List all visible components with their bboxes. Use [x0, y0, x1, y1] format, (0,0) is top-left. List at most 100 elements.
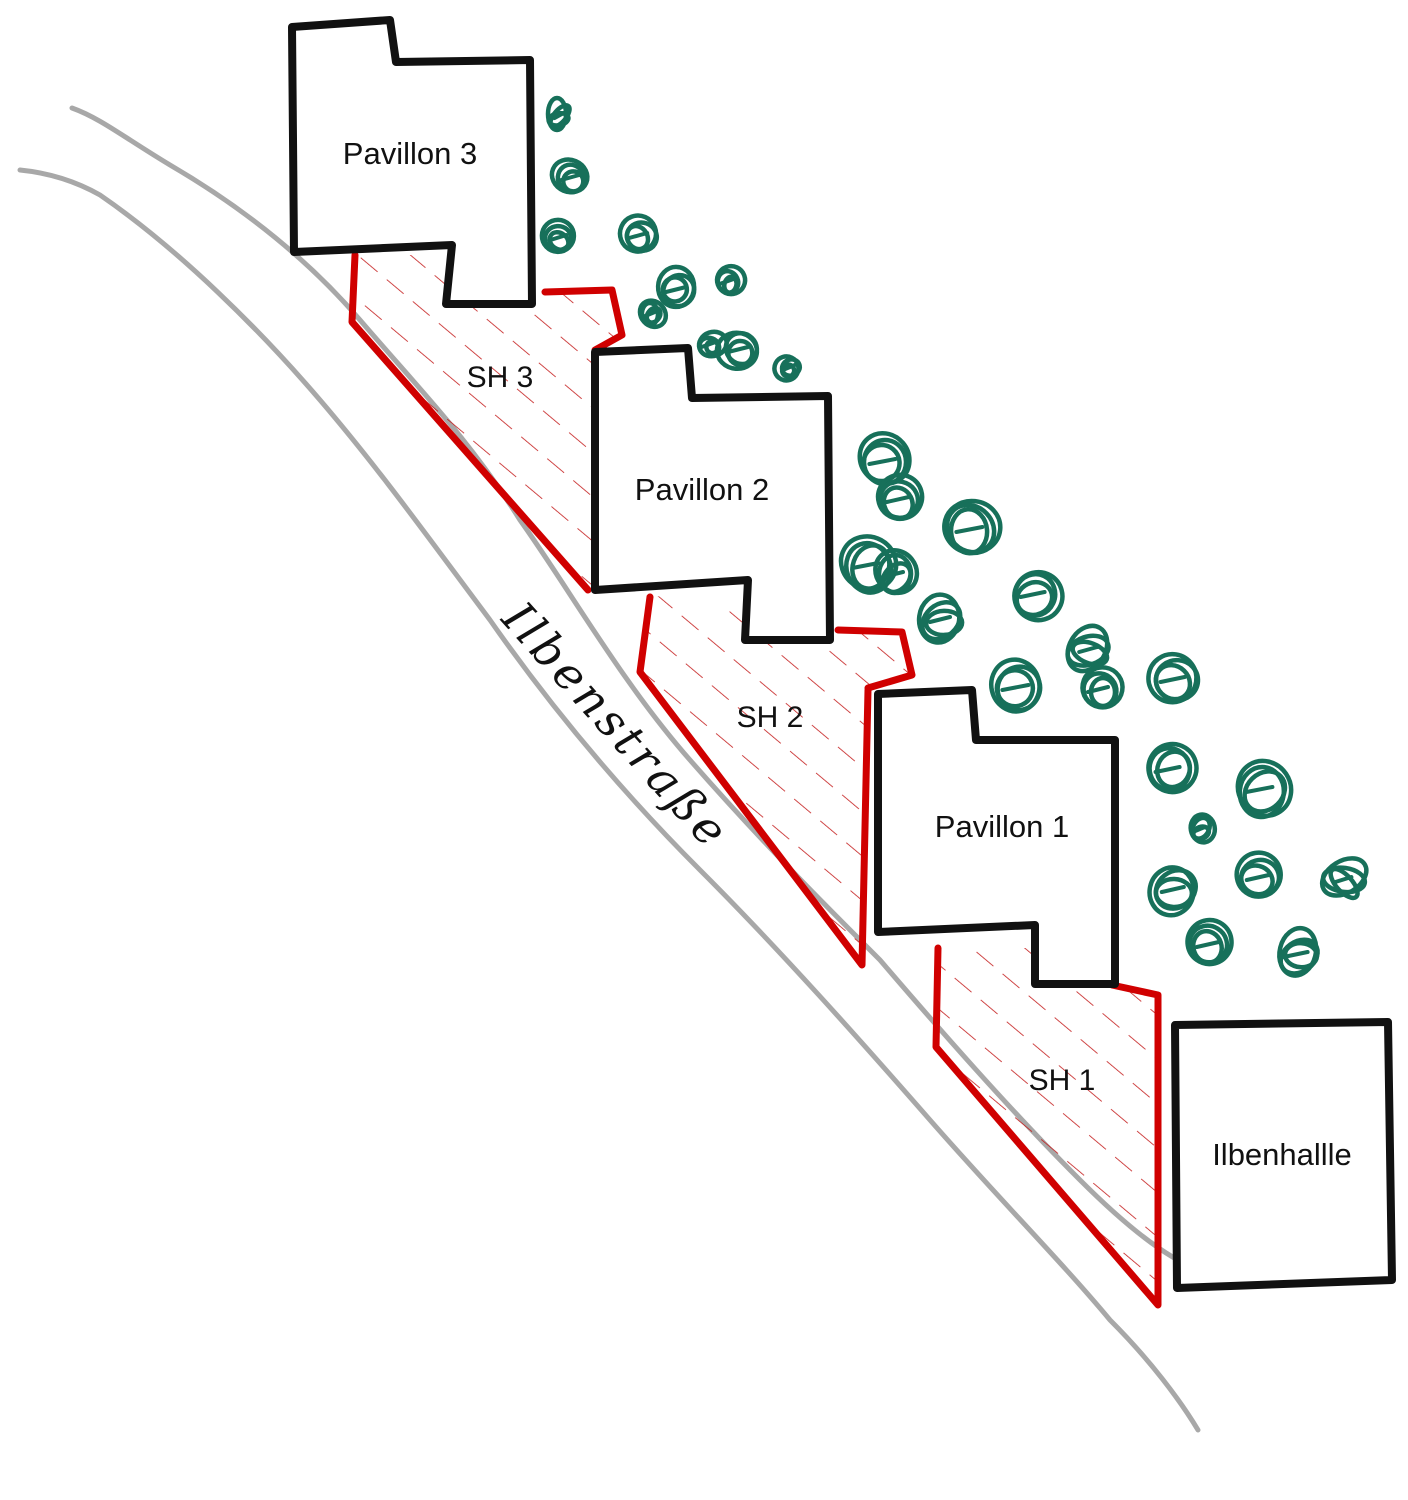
tree-scribble-stroke [639, 300, 661, 328]
pavilion-1-outline [874, 686, 1119, 988]
ilbenhalle-building: Ilbenhallle [1171, 1018, 1396, 1292]
tree-scribble-stroke [1154, 749, 1193, 790]
tree-scribble-stroke [1000, 683, 1031, 692]
tree-scribble-stroke [954, 525, 985, 534]
tree-scribble-stroke [928, 615, 952, 624]
tree-scribble-stroke [881, 570, 905, 579]
tree-icon [549, 157, 590, 195]
tree-icon [637, 298, 669, 330]
sanitary-area-sh1-hatch [938, 948, 1158, 1305]
sanitary-area-sh1-label: SH 1 [1029, 1064, 1096, 1097]
tree-icon [1188, 812, 1218, 845]
tree-scribble-stroke [780, 363, 797, 372]
tree-icon [942, 498, 1003, 556]
sanitary-area-sh2-hatch [640, 595, 912, 965]
tree-icon [1065, 623, 1111, 674]
pavilion-3: Pavillon 3 [288, 16, 536, 308]
tree-scribble-stroke [552, 111, 566, 120]
tree-scribble-stroke [1153, 662, 1193, 702]
pavilion-3-label: Pavillon 3 [343, 136, 477, 171]
tree-scribble-stroke [1077, 645, 1100, 654]
ilbenhalle-outline [1171, 1018, 1396, 1292]
tree-icon [1235, 758, 1294, 820]
ilbenhalle-label: Ilbenhallle [1212, 1137, 1352, 1172]
pavilion-2-outline [591, 344, 834, 644]
pavilion-2: Pavillon 2 [591, 344, 834, 644]
sanitary-area-sh3-hatch [355, 255, 622, 590]
tree-scribble-stroke [1242, 769, 1288, 814]
tree-scribble-stroke [644, 305, 663, 325]
sanitary-area-sh3-outline-top [541, 286, 626, 354]
tree-scribble-stroke [1244, 873, 1271, 882]
tree-scribble-stroke [880, 561, 913, 595]
tree-scribble-stroke [1086, 685, 1110, 694]
sanitary-area-sh1: SH 1 [932, 944, 1162, 1309]
tree-icon [655, 264, 697, 310]
tree-scribble-stroke [1153, 876, 1195, 910]
tree-icon [1012, 569, 1065, 623]
sanitary-area-sh1-outline [932, 944, 1162, 1309]
tree-icon [1146, 741, 1199, 795]
tree-group [539, 95, 1369, 978]
sanitary-area-sh2-outline-top [834, 626, 916, 692]
tree-scribble-stroke [923, 608, 965, 638]
sanitary-area-sh3-outline [348, 251, 592, 594]
tree-scribble-stroke [726, 345, 750, 354]
sanitary-area-sh2: SH 2 [636, 593, 916, 969]
tree-icon [714, 263, 748, 297]
tree-icon [989, 657, 1043, 714]
sanitary-area-sh2-outline [636, 593, 872, 969]
tree-scribble-stroke [559, 173, 582, 182]
tree-scribble-stroke [1153, 765, 1182, 774]
tree-scribble-stroke [867, 457, 898, 466]
pavilion-2-label: Pavillon 2 [635, 472, 769, 507]
tree-scribble-stroke [1333, 875, 1354, 884]
tree-icon [1080, 665, 1125, 710]
tree-scribble-stroke [1070, 639, 1110, 667]
pavilion-1-label: Pavillon 1 [935, 809, 1069, 844]
tree-icon [1146, 651, 1201, 705]
tree-scribble-stroke [1190, 825, 1207, 834]
tree-icon [772, 354, 803, 383]
tree-icon [539, 217, 577, 255]
tree-icon [545, 95, 572, 133]
tree-icon [916, 592, 965, 645]
tree-icon [1185, 917, 1234, 967]
sanitary-area-sh3: SH 3 [348, 251, 626, 594]
tree-scribble-stroke [1014, 579, 1055, 618]
tree-scribble-stroke [1158, 675, 1187, 684]
tree-scribble-stroke [627, 231, 650, 240]
tree-scribble-stroke [884, 495, 911, 504]
tree-scribble-stroke [1194, 940, 1221, 949]
tree-icon [1147, 865, 1198, 918]
tree-scribble-stroke [717, 277, 736, 286]
sanitary-area-sh2-label: SH 2 [737, 701, 804, 734]
sanitary-area-sh3-label: SH 3 [467, 361, 534, 394]
tree-scribble-stroke [1018, 590, 1047, 599]
tree-scribble-stroke [1191, 824, 1212, 842]
tree-scribble-stroke [546, 110, 571, 128]
tree-icon [617, 213, 660, 254]
tree-icon [1319, 856, 1369, 901]
tree-scribble-stroke [1239, 863, 1275, 897]
tree-scribble-stroke [1159, 885, 1186, 894]
tree-scribble-stroke [948, 506, 990, 556]
tree-icon [875, 472, 925, 522]
tree-scribble-stroke [664, 285, 688, 294]
tree-icon [873, 548, 920, 596]
tree-scribble-stroke [1282, 940, 1320, 970]
tree-scribble-stroke [726, 338, 755, 368]
tree-scribble-stroke [640, 310, 657, 319]
tree-scribble-stroke [1244, 785, 1275, 794]
tree-scribble-stroke [994, 668, 1036, 709]
tree-icon [714, 330, 760, 372]
tree-icon [857, 430, 912, 487]
tree-scribble-stroke [548, 233, 569, 242]
tree-scribble-stroke [699, 340, 718, 349]
pavilion-1: Pavillon 1 [874, 686, 1119, 988]
tree-icon [1234, 850, 1283, 899]
tree-icon [1277, 925, 1320, 978]
pavilion-3-outline [288, 16, 536, 308]
tree-scribble-stroke [561, 169, 586, 194]
